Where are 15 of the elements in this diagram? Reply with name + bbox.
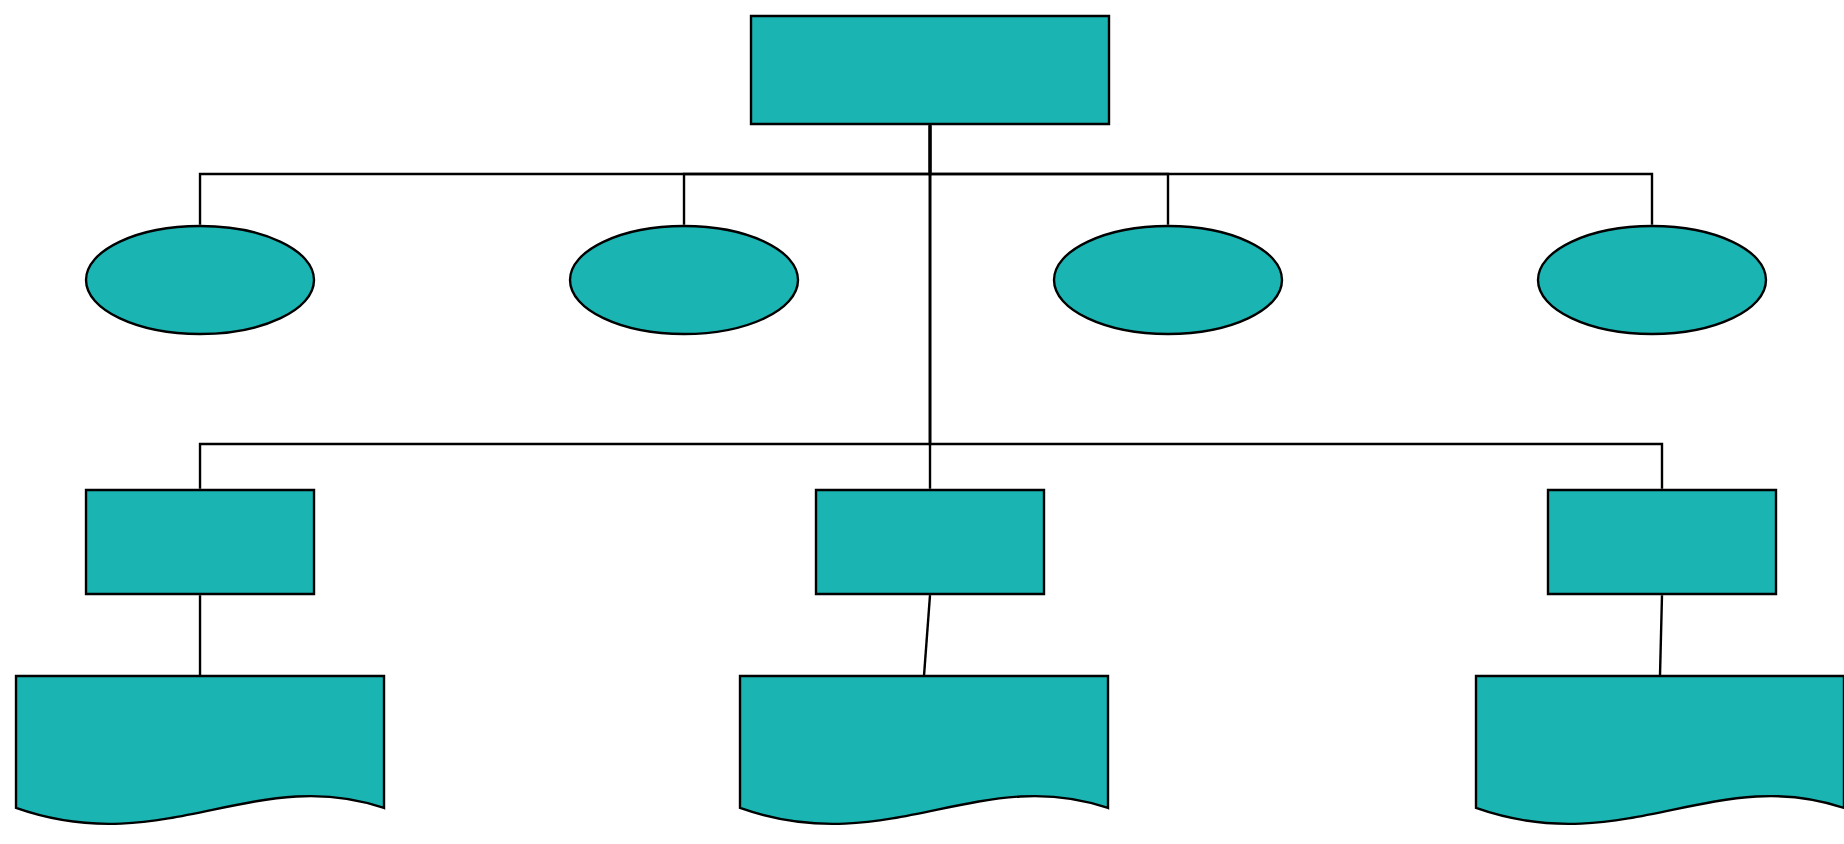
connector-line [1658, 595, 1664, 676]
box [1546, 488, 1778, 596]
box [814, 488, 1046, 596]
connector-line [922, 595, 932, 676]
document-shape [738, 674, 1110, 825]
document-shape [1474, 674, 1844, 825]
connector-line [928, 125, 1664, 489]
connector-line [198, 595, 202, 676]
ellipse [568, 224, 800, 336]
box [749, 14, 1111, 126]
ellipse [84, 224, 316, 336]
document-shape [14, 674, 386, 825]
ellipse [1052, 224, 1284, 336]
ellipse [1536, 224, 1768, 336]
box [84, 488, 316, 596]
